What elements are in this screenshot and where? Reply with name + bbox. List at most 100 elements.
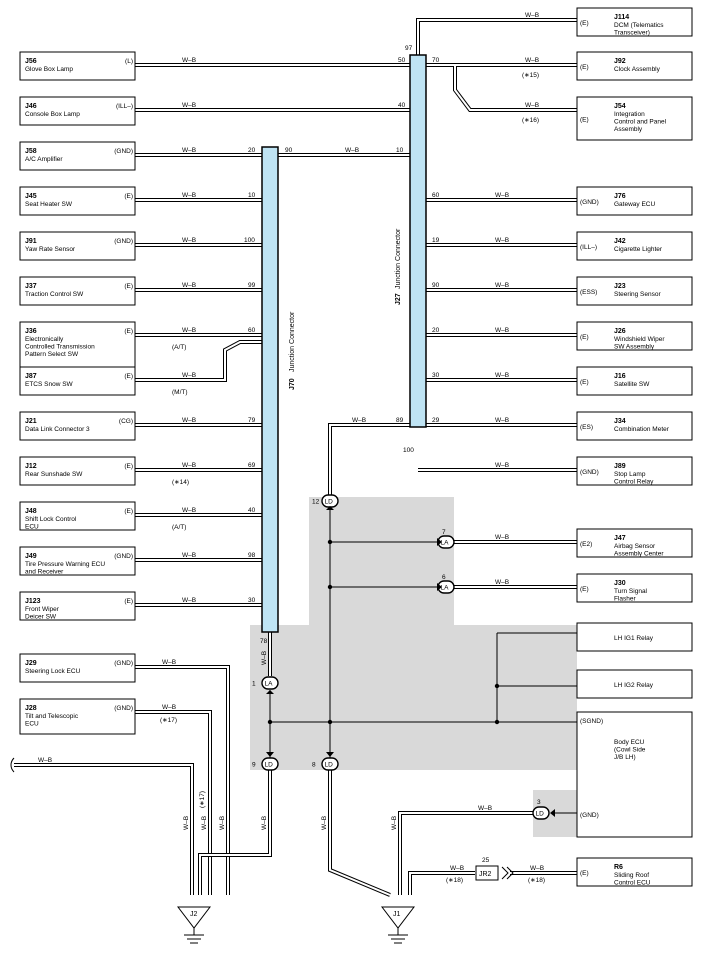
svg-text:R6: R6 — [614, 864, 623, 871]
svg-text:(ESS): (ESS) — [580, 289, 597, 296]
svg-text:Integration: Integration — [614, 111, 645, 118]
svg-text:(E): (E) — [580, 64, 589, 71]
wire-label-v3: W–B — [219, 816, 226, 830]
svg-text:(ES): (ES) — [580, 424, 593, 431]
svg-text:Glove Box Lamp: Glove Box Lamp — [25, 66, 73, 73]
svg-text:Front Wiper: Front Wiper — [25, 606, 60, 613]
svg-text:Stop Lamp: Stop Lamp — [614, 471, 646, 478]
svg-text:SW Assembly: SW Assembly — [614, 344, 655, 351]
svg-text:LD: LD — [265, 762, 274, 769]
svg-text:Pattern Select SW: Pattern Select SW — [25, 351, 79, 358]
svg-text:Flasher: Flasher — [614, 596, 637, 603]
svg-text:Gateway ECU: Gateway ECU — [614, 201, 655, 208]
svg-text:(E): (E) — [124, 328, 133, 335]
pin-number: 79 — [248, 417, 256, 424]
wire-label-19: W–B — [495, 282, 509, 289]
svg-text:(∗18): (∗18) — [446, 877, 463, 884]
splice-ld-12: LD 12 — [312, 494, 339, 508]
splice-ld-3: LD3 — [532, 799, 550, 820]
pin-number: 30 — [432, 372, 440, 379]
svg-text:6: 6 — [442, 574, 446, 581]
svg-text:Transceiver): Transceiver) — [614, 30, 650, 37]
wire-label-12: W–B — [182, 597, 196, 604]
svg-text:Tilt and Telescopic: Tilt and Telescopic — [25, 713, 79, 720]
wire-label-4: W–B — [182, 237, 196, 244]
splice-ld-9: LD 9 — [252, 757, 279, 771]
wire-label-13: W–B — [345, 147, 359, 154]
svg-text:(SGND): (SGND) — [580, 718, 603, 725]
svg-text:Junction Connector: Junction Connector — [289, 311, 296, 372]
svg-text:1: 1 — [252, 681, 256, 688]
svg-text:J70: J70 — [289, 378, 296, 390]
wire-label-29: W–B — [530, 865, 544, 872]
svg-text:(GND): (GND) — [114, 660, 133, 667]
svg-text:Traction Control SW: Traction Control SW — [25, 291, 84, 298]
svg-text:J91: J91 — [25, 238, 37, 245]
wire-label-3: W–B — [182, 192, 196, 199]
wire-label-0: W–B — [182, 57, 196, 64]
wire-note: (A/T) — [172, 344, 186, 351]
pin-number: 98 — [248, 552, 256, 559]
svg-text:12: 12 — [312, 499, 320, 506]
svg-text:(E2): (E2) — [580, 541, 592, 548]
svg-text:10: 10 — [396, 147, 404, 154]
wire-label-21: W–B — [495, 372, 509, 379]
svg-text:J36: J36 — [25, 328, 37, 335]
svg-text:ETCS Snow SW: ETCS Snow SW — [25, 381, 74, 388]
wire-label-v5: W–B — [321, 816, 328, 830]
svg-text:Control Relay: Control Relay — [614, 479, 654, 486]
svg-text:J26: J26 — [614, 328, 626, 335]
svg-text:(GND): (GND) — [114, 238, 133, 245]
arrow-head — [550, 809, 555, 817]
svg-text:ECU: ECU — [25, 524, 39, 531]
pin-number: 20 — [248, 147, 256, 154]
junction-connector-j27: 10 89 J27 Junction Connector — [395, 54, 427, 428]
wire-label-28: W–B — [450, 865, 464, 872]
svg-text:(E): (E) — [124, 283, 133, 290]
svg-text:(GND): (GND) — [114, 553, 133, 560]
wire-label-16: W–B — [525, 102, 539, 109]
svg-text:Data Link Connector 3: Data Link Connector 3 — [25, 426, 90, 433]
wire-note: (∗14) — [172, 479, 189, 486]
wire-labels: W–B W–B W–B W–B W–B W–B W–B W–B W–B W–B W–B W–B W–B W… — [38, 12, 544, 872]
wire-label-1: W–B — [182, 102, 196, 109]
wire-label-v4: W–B — [261, 816, 268, 830]
svg-text:Control and Panel: Control and Panel — [614, 119, 667, 126]
svg-text:LD: LD — [325, 499, 334, 506]
wire-label-7: W–B — [182, 372, 196, 379]
svg-text:(E): (E) — [124, 508, 133, 515]
svg-text:Electronically: Electronically — [25, 336, 64, 343]
svg-text:LD: LD — [536, 811, 545, 818]
svg-text:Junction Connector: Junction Connector — [395, 228, 402, 289]
svg-text:(E): (E) — [580, 20, 589, 27]
svg-text:J114: J114 — [614, 14, 629, 21]
svg-text:J48: J48 — [25, 508, 37, 515]
wire-note: (∗17) — [199, 791, 206, 808]
svg-text:and Receiver: and Receiver — [25, 569, 64, 576]
wire-label-6: W–B — [182, 327, 196, 334]
pin-number: 60 — [432, 192, 440, 199]
svg-text:J29: J29 — [25, 660, 37, 667]
svg-text:(E): (E) — [580, 334, 589, 341]
wire-label-24: W–B — [352, 417, 366, 424]
svg-text:Airbag Sensor: Airbag Sensor — [614, 543, 656, 550]
pin-number: 60 — [248, 327, 256, 334]
wire-label-2: W–B — [182, 147, 196, 154]
wire-label-31: W–B — [162, 704, 176, 711]
svg-text:J54: J54 — [614, 103, 626, 110]
wire-label-v0: W–B — [261, 651, 268, 665]
arrow-head — [437, 583, 442, 591]
svg-text:9: 9 — [252, 762, 256, 769]
